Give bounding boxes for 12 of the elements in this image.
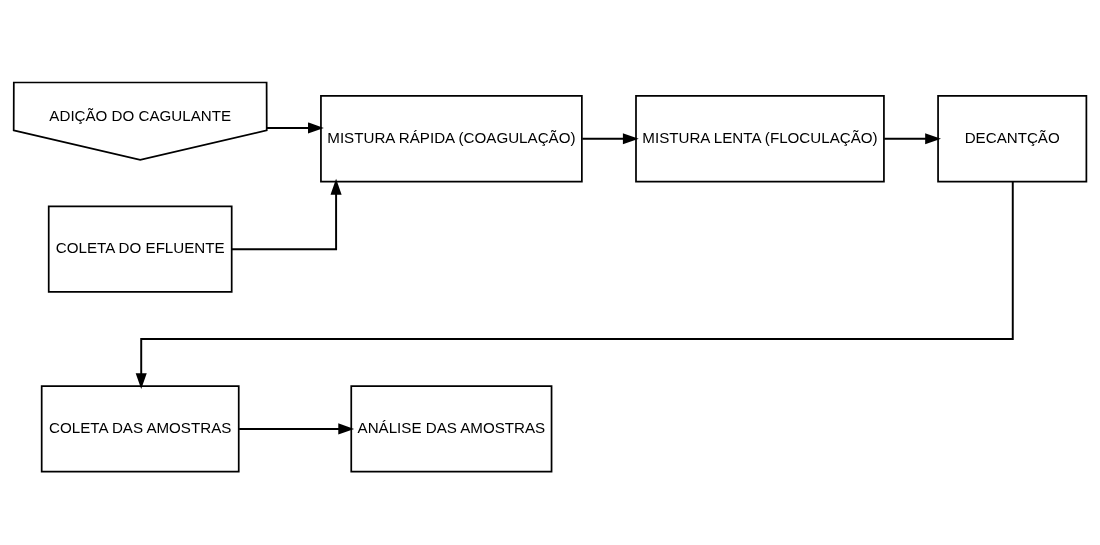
node-box: DECANTÇÃO	[937, 94, 1088, 182]
node-box: MISTURA LENTA (FLOCULAÇÃO)	[635, 94, 885, 182]
arrow	[265, 121, 324, 133]
arrow	[238, 422, 355, 434]
node-box: ANÁLISE DAS AMOSTRAS	[350, 384, 553, 473]
arrow	[135, 180, 1014, 389]
node-box: COLETA DAS AMOSTRAS	[40, 384, 240, 473]
node-box: MISTURA RÁPIDA (COAGULAÇÃO)	[320, 94, 583, 182]
arrow	[883, 132, 941, 144]
node-box: COLETA DO EFLUENTE	[47, 205, 233, 293]
arrow	[230, 178, 342, 250]
arrow	[581, 132, 639, 144]
